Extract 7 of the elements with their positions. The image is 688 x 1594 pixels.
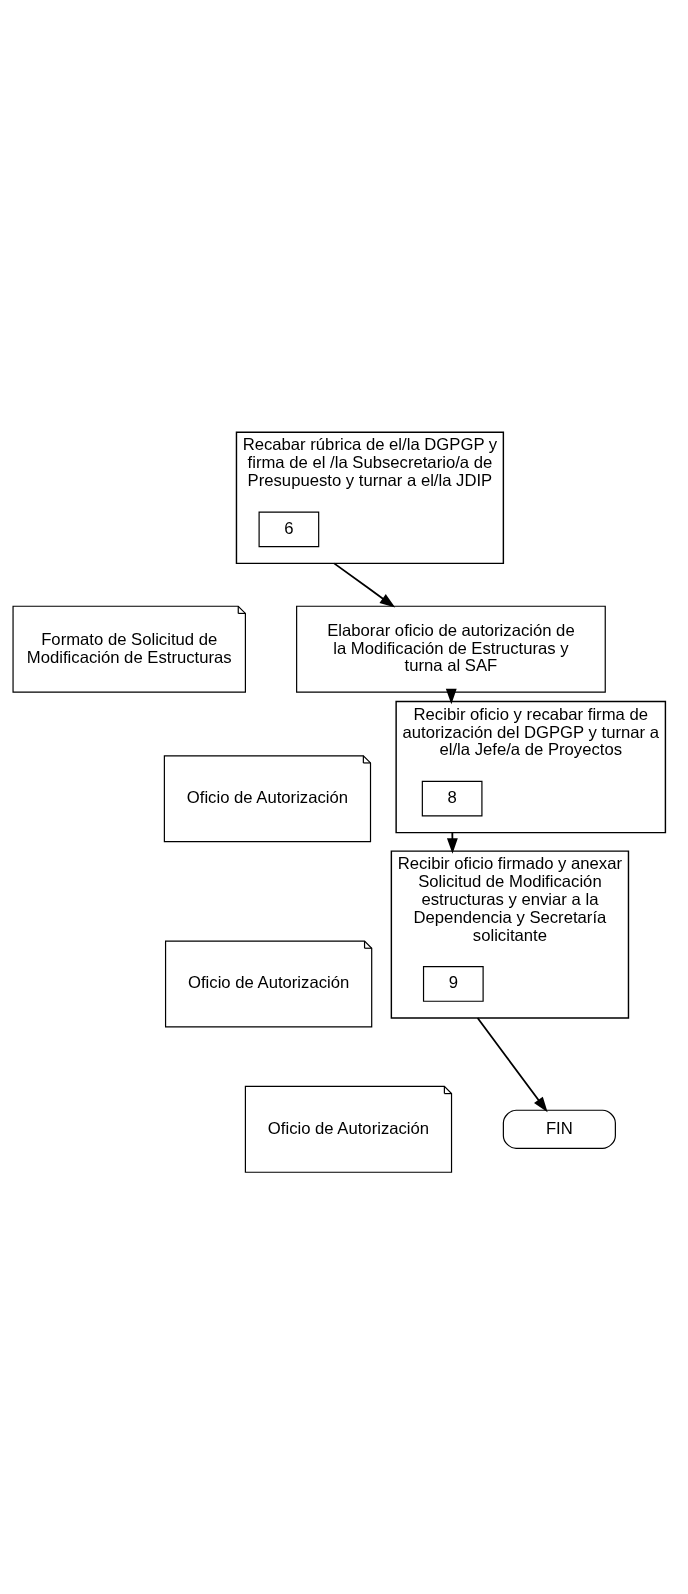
node-box: FIN [502, 1109, 616, 1149]
arrow [333, 561, 396, 608]
arrow [446, 831, 458, 854]
node-box: 9 [422, 965, 484, 1002]
node-box: 8 [421, 780, 483, 817]
arrow [476, 1016, 548, 1112]
node-box: 6 [258, 511, 320, 547]
